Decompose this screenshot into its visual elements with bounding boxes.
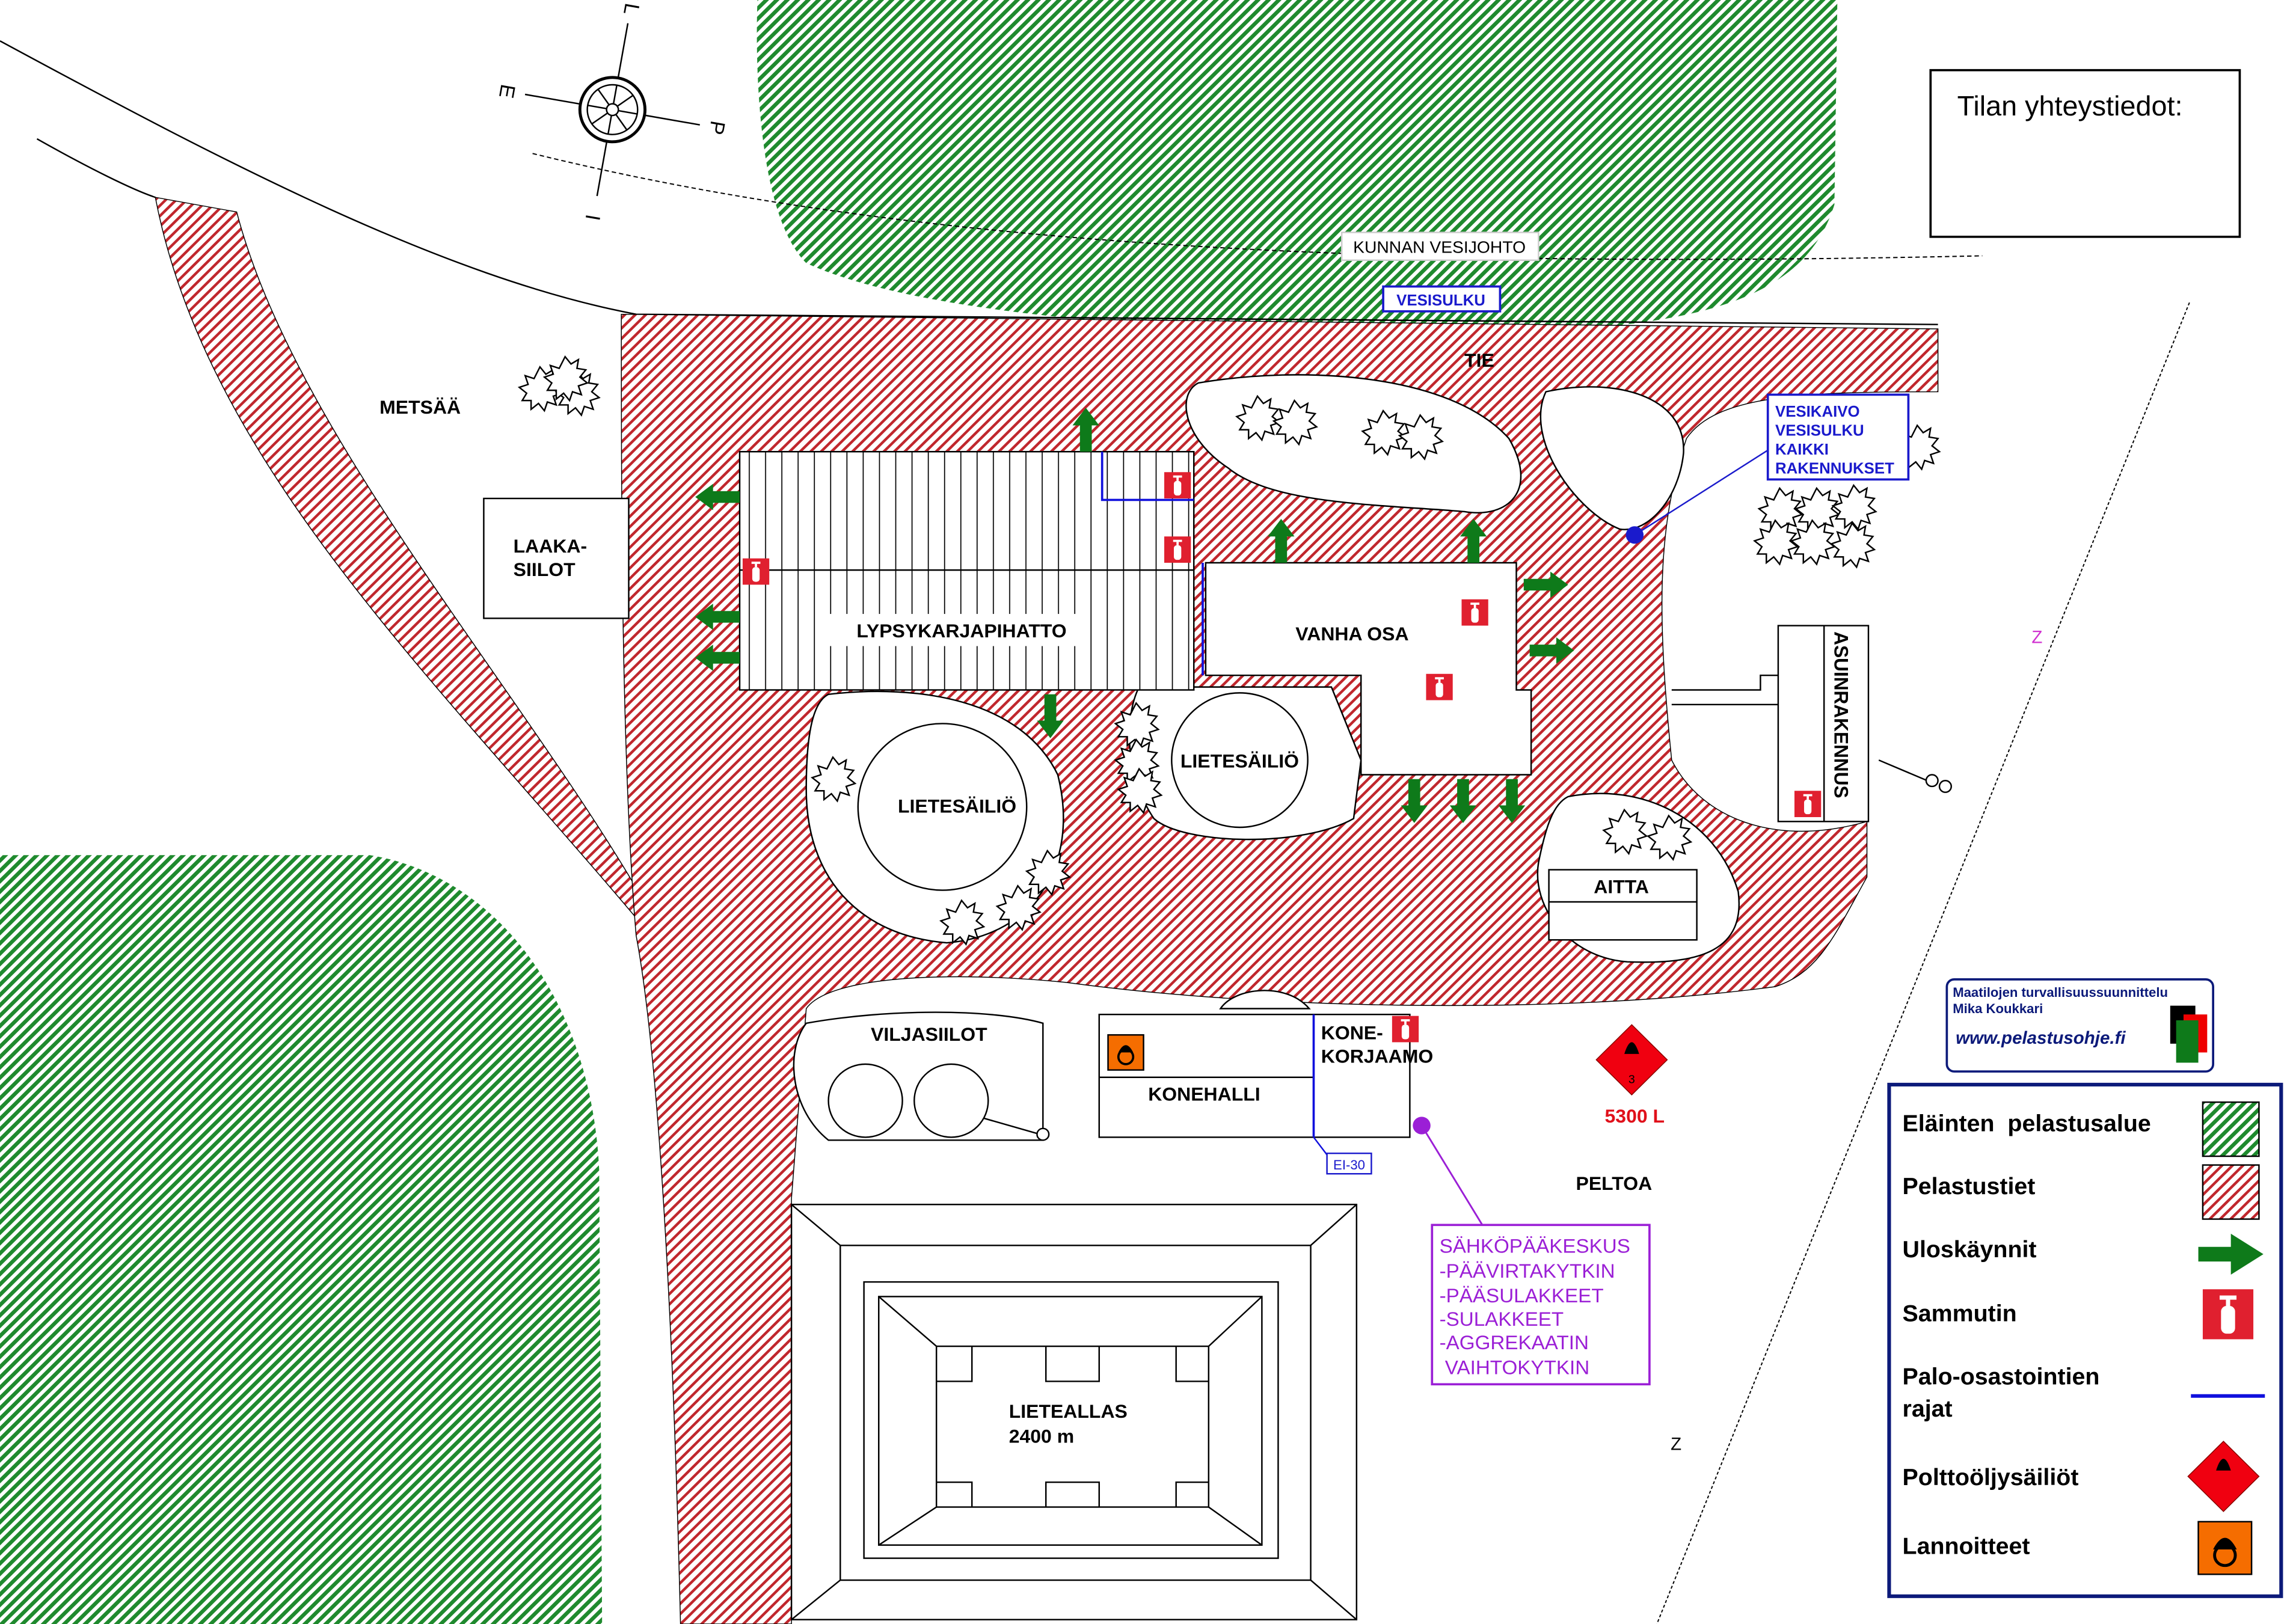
contact-info-box (1929, 69, 2241, 238)
electrical-center-marker (1413, 1117, 1431, 1135)
building-label: LYPSYKARJAPIHATTO (856, 620, 1066, 642)
water-well-note-line: KAIKKI (1775, 441, 1829, 458)
svg-text:3: 3 (1628, 1073, 1635, 1086)
road-edge (36, 138, 156, 198)
logo-line2: Mika Koukkari (1953, 1001, 2043, 1016)
building-label: KORJAAMO (1321, 1046, 1433, 1067)
legend-label: Uloskäynnit (1903, 1237, 2037, 1263)
electrical-note-line: -AGGREKAATIN (1440, 1331, 1589, 1353)
forest-area-north (757, 0, 1838, 334)
legend-label: Sammutin (1903, 1301, 2017, 1327)
ei30-label-box (1326, 1152, 1372, 1175)
electrical-note-line: -PÄÄSULAKKEET (1440, 1284, 1604, 1307)
svg-text:I: I (581, 213, 604, 222)
water-main-line (532, 153, 1983, 260)
lagoon-volume: 2400 m (1009, 1426, 1074, 1447)
forest-area-southwest (0, 855, 603, 1624)
grain-silo (827, 1063, 903, 1138)
building-konehalli (1098, 1013, 1411, 1138)
building-label: VILJASIILOT (871, 1023, 987, 1045)
svg-text:P: P (704, 119, 729, 136)
legend-label: Pelastustiet (1903, 1174, 2036, 1200)
ei30-label: EI-30 (1333, 1157, 1365, 1172)
water-well-note-line: RAKENNUKSET (1775, 461, 1894, 477)
logo-line1: Maatilojen turvallisuussuunnittelu (1953, 985, 2168, 1000)
electrical-pointer (1420, 1125, 1484, 1226)
forest-label: METSÄÄ (379, 396, 461, 418)
water-well-note-line: VESIKAIVO (1775, 403, 1860, 420)
building-label: KONE- (1321, 1022, 1383, 1044)
flammable-fuel-sign: 3 (1595, 1024, 1668, 1095)
electrical-note-line: -SULAKKEET (1440, 1308, 1564, 1330)
legend-label: Eläinten pelastusalue (1903, 1111, 2151, 1137)
electrical-note-line: SÄHKÖPÄÄKESKUS (1440, 1235, 1630, 1257)
water-main-label: KUNNAN VESIJOHTO (1353, 238, 1526, 257)
connector (1671, 674, 1778, 706)
water-shutoff-label: VESISULKU (1396, 292, 1485, 309)
contact-info-title: Tilan yhteystiedot: (1957, 90, 2183, 121)
property-line (1656, 302, 2190, 1624)
water-well-note-box (1766, 393, 1910, 481)
building-label: LAAKA- (514, 535, 588, 557)
fertilizer-sign (1107, 1034, 1144, 1071)
green-hatch-icon (2202, 1101, 2260, 1157)
building-label: VANHA OSA (1295, 623, 1408, 645)
building-label: LIETESÄILIÖ (898, 795, 1016, 817)
green-island (1219, 990, 1311, 1010)
z-marker: Z (2031, 628, 2042, 648)
slurry-tank-2 (1171, 692, 1309, 829)
exit-arrows (695, 408, 1574, 823)
road-label: TIE (1464, 349, 1494, 371)
building-aitta (1548, 869, 1698, 941)
building-label: KONEHALLI (1148, 1083, 1260, 1105)
water-shutoff-box (1382, 285, 1502, 313)
legend-label: Lannoitteet (1903, 1534, 2030, 1560)
company-logo-box[interactable] (1945, 978, 2215, 1073)
lagoon-label: LIETEALLAS (1009, 1400, 1128, 1422)
svg-text:E: E (494, 82, 520, 100)
building-vanha-osa (1205, 562, 1532, 776)
building-label: SIILOT (514, 559, 576, 580)
road-edge (0, 40, 1938, 325)
z-marker: Z (1671, 1435, 1681, 1454)
legend-label: rajat (1903, 1396, 1953, 1422)
green-arrow-icon (2198, 1233, 2264, 1275)
building-laakasiilot (483, 497, 630, 619)
electrical-note-line: -PÄÄVIRTAKYTKIN (1440, 1260, 1615, 1282)
logo-mark-icon (2170, 1005, 2208, 1063)
field-label: PELTOA (1576, 1172, 1653, 1194)
slurry-lagoon (790, 1204, 1358, 1620)
water-well-note-line: VESISULKU (1775, 423, 1864, 440)
fire-compartment-line (1100, 452, 1204, 676)
flammable-diamond-icon (2187, 1441, 2260, 1512)
grain-silo (913, 1063, 989, 1138)
legend-label: Polttoöljysäiliöt (1903, 1465, 2079, 1491)
legend-label: Palo-osastointien (1903, 1364, 2100, 1390)
building-label: LIETESÄILIÖ (1180, 750, 1299, 772)
red-hatch-icon (2202, 1164, 2260, 1220)
well-line (1878, 759, 1931, 783)
green-island (1539, 386, 1684, 530)
fire-extinguisher-icon (2203, 1289, 2253, 1339)
compass-rose: L I E P (494, 1, 729, 222)
oxidizer-sign-icon (2197, 1521, 2253, 1575)
slurry-tank-1 (857, 723, 1028, 891)
svg-text:L: L (619, 1, 643, 16)
water-well-marker (1625, 526, 1644, 544)
electrical-note-box (1431, 1224, 1651, 1386)
logo-url[interactable]: www.pelastusohje.fi (1956, 1028, 2126, 1048)
electrical-note-line: VAIHTOKYTKIN (1440, 1356, 1590, 1378)
well-pointer (1634, 449, 1769, 536)
building-label: ASUINRAKENNUS (1830, 631, 1852, 798)
legend-box (1887, 1082, 2283, 1598)
building-label: AITTA (1594, 876, 1649, 898)
water-main-label-box (1340, 231, 1539, 261)
fuel-volume-label: 5300 L (1605, 1105, 1665, 1127)
